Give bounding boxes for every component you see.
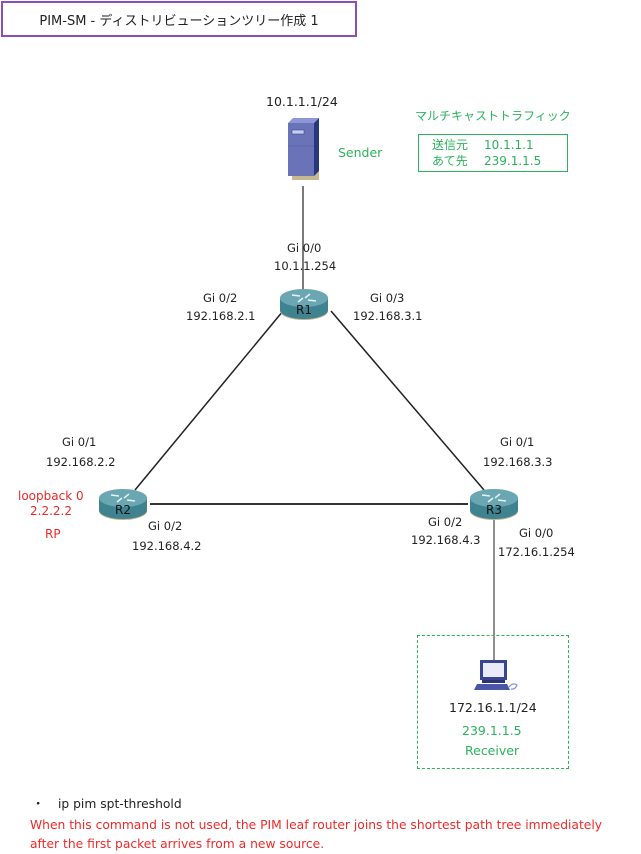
- r3-gi01-ip: 192.168.3.3: [483, 455, 553, 469]
- r1-gi03-if: Gi 0/3: [370, 291, 405, 305]
- link-r1-r3: [330, 310, 485, 491]
- r2-gi01-if: Gi 0/1: [62, 435, 97, 449]
- traffic-info-box: 送信元 10.1.1.1 あて先 239.1.1.5: [418, 134, 568, 172]
- r3-gi00-ip: 172.16.1.254: [498, 545, 575, 559]
- r1-gi02-if: Gi 0/2: [203, 291, 238, 305]
- server-icon: [288, 118, 319, 180]
- r1-name: R1: [296, 303, 312, 317]
- diagram-title-text: PIM-SM - ディストリビューションツリー作成 1: [39, 13, 319, 29]
- note-line-2: after the first packet arrives from a ne…: [30, 837, 325, 851]
- router-r1[interactable]: R1: [278, 286, 330, 322]
- router-icon: [470, 489, 518, 520]
- r3-gi02-if: Gi 0/2: [428, 515, 463, 529]
- traffic-heading: マルチキャストトラフィック: [415, 109, 571, 123]
- sender-ip: 10.1.1.1/24: [266, 94, 338, 109]
- note-line-1: When this command is not used, the PIM l…: [30, 818, 603, 832]
- r2-loopback-ip: 2.2.2.2: [30, 504, 72, 518]
- note-bullet: ・: [32, 797, 45, 811]
- sender-label: Sender: [338, 145, 383, 160]
- r2-gi01-ip: 192.168.2.2: [46, 455, 116, 469]
- traffic-source-value: 10.1.1.1: [484, 138, 534, 152]
- r3-gi00-if: Gi 0/0: [519, 526, 554, 540]
- r2-gi02-ip: 192.168.4.2: [132, 539, 202, 553]
- router-icon: [280, 289, 328, 320]
- receiver-group: 239.1.1.5: [462, 723, 522, 738]
- r2-role-rp: RP: [45, 527, 61, 541]
- r1-gi00-if: Gi 0/0: [287, 241, 322, 255]
- traffic-dest-value: 239.1.1.5: [484, 154, 542, 168]
- traffic-source-key: 送信元: [432, 138, 469, 152]
- router-r2[interactable]: R2: [97, 486, 149, 522]
- r1-gi02-ip: 192.168.2.1: [186, 309, 256, 323]
- receiver-ip: 172.16.1.1/24: [449, 700, 537, 715]
- traffic-dest-key: あて先: [432, 154, 468, 168]
- r1-gi00-ip: 10.1.1.254: [274, 259, 337, 273]
- r3-gi02-ip: 192.168.4.3: [411, 533, 481, 547]
- receiver-label: Receiver: [465, 743, 520, 758]
- link-r1-r2: [134, 310, 284, 491]
- r3-name: R3: [486, 503, 502, 517]
- router-icon: [99, 489, 147, 520]
- r3-gi01-if: Gi 0/1: [500, 435, 535, 449]
- traffic-source-row: 送信元 10.1.1.1: [432, 137, 567, 153]
- traffic-dest-row: あて先 239.1.1.5: [432, 153, 567, 169]
- r1-gi03-ip: 192.168.3.1: [353, 309, 423, 323]
- r2-name: R2: [115, 503, 131, 517]
- diagram-title: PIM-SM - ディストリビューションツリー作成 1: [1, 1, 357, 37]
- pc-icon: [474, 660, 518, 690]
- note-command: ip pim spt-threshold: [58, 797, 182, 811]
- r2-loopback-label: loopback 0: [18, 489, 84, 503]
- r2-gi02-if: Gi 0/2: [148, 519, 183, 533]
- receiver-group-box: [417, 635, 569, 769]
- router-r3[interactable]: R3: [468, 486, 520, 522]
